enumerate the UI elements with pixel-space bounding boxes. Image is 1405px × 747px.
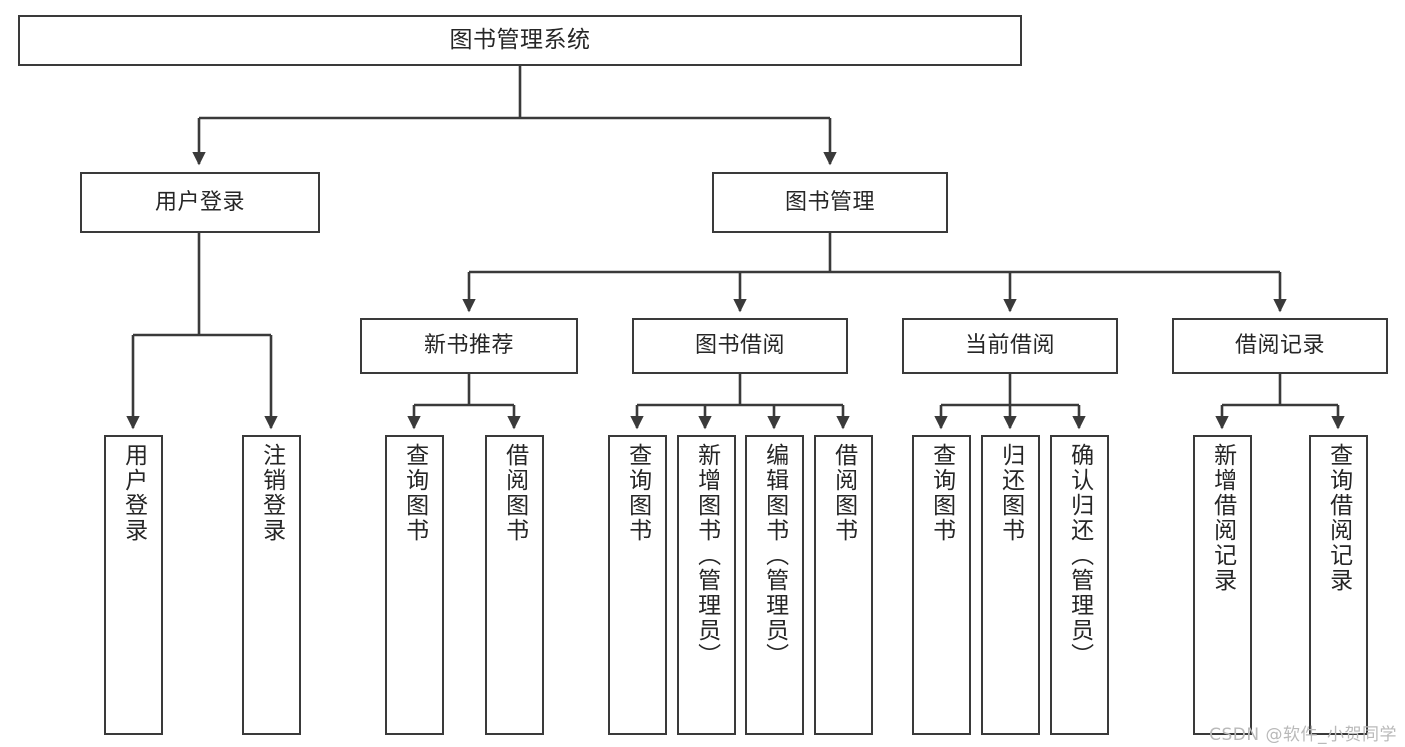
node-label: 查询图书 [624, 443, 651, 543]
node-label: 当前借阅 [964, 333, 1055, 359]
node-current-borrow[interactable]: 当前借阅 [902, 318, 1118, 374]
leaf-query-book-recommend[interactable]: 查询图书 [385, 435, 444, 735]
node-root-book-management-system[interactable]: 图书管理系统 [18, 15, 1022, 66]
node-new-book-recommend[interactable]: 新书推荐 [360, 318, 578, 374]
node-label: 确认归还（管理员） [1066, 443, 1093, 668]
node-label: 用户登录 [120, 443, 147, 543]
node-label: 借阅图书 [501, 443, 528, 543]
node-book-borrow[interactable]: 图书借阅 [632, 318, 848, 374]
node-label: 用户登录 [154, 189, 245, 215]
leaf-edit-book-admin[interactable]: 编辑图书（管理员） [745, 435, 804, 735]
node-book-management[interactable]: 图书管理 [712, 172, 948, 233]
leaf-borrow-book-recommend[interactable]: 借阅图书 [485, 435, 544, 735]
node-borrow-record[interactable]: 借阅记录 [1172, 318, 1388, 374]
node-label: 查询图书 [928, 443, 955, 543]
leaf-user-login[interactable]: 用户登录 [104, 435, 163, 735]
node-label: 借阅图书 [830, 443, 857, 543]
node-label: 注销登录 [258, 443, 285, 543]
node-label: 新书推荐 [423, 333, 514, 359]
node-label: 图书管理系统 [449, 26, 591, 53]
node-label: 归还图书 [997, 443, 1024, 543]
leaf-borrow-book[interactable]: 借阅图书 [814, 435, 873, 735]
leaf-add-borrow-record[interactable]: 新增借阅记录 [1193, 435, 1252, 735]
csdn-watermark: CSDN @软件_小贺同学 [1209, 725, 1397, 745]
leaf-return-book[interactable]: 归还图书 [981, 435, 1040, 735]
leaf-logout[interactable]: 注销登录 [242, 435, 301, 735]
node-label: 查询图书 [401, 443, 428, 543]
node-label: 新增图书（管理员） [693, 443, 720, 668]
leaf-query-borrow-record[interactable]: 查询借阅记录 [1309, 435, 1368, 735]
node-label: 图书管理 [784, 189, 875, 215]
node-label: 查询借阅记录 [1325, 443, 1352, 593]
node-label: 图书借阅 [694, 333, 785, 359]
node-label: 新增借阅记录 [1209, 443, 1236, 593]
leaf-query-book-borrow[interactable]: 查询图书 [608, 435, 667, 735]
node-label: 借阅记录 [1234, 333, 1325, 359]
leaf-confirm-return-admin[interactable]: 确认归还（管理员） [1050, 435, 1109, 735]
node-user-login[interactable]: 用户登录 [80, 172, 320, 233]
leaf-query-book-current[interactable]: 查询图书 [912, 435, 971, 735]
node-label: 编辑图书（管理员） [761, 443, 788, 668]
leaf-add-book-admin[interactable]: 新增图书（管理员） [677, 435, 736, 735]
